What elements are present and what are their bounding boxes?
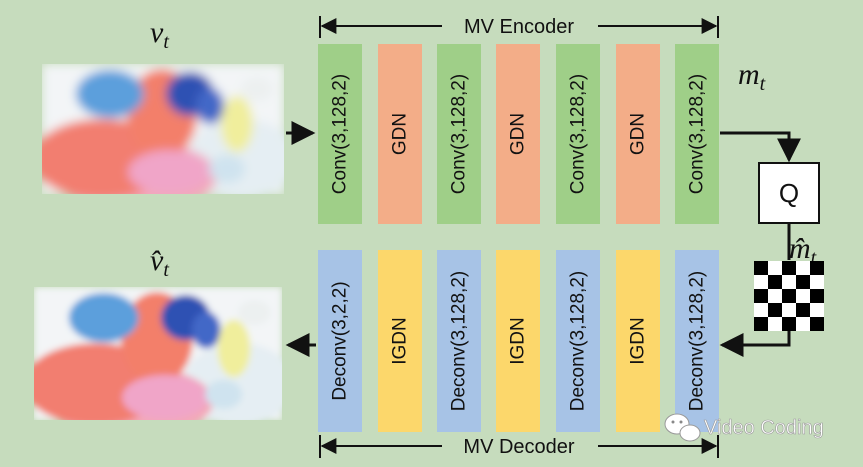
wechat-icon: [664, 413, 701, 442]
checker-cell: [810, 289, 824, 303]
checker-cell: [782, 289, 796, 303]
quantized-symbol: m̂t: [789, 232, 817, 269]
checker-cell: [796, 303, 810, 317]
latent-symbol: mt: [738, 58, 766, 95]
checker-cell: [782, 261, 796, 275]
quantizer-box: Q: [758, 162, 820, 224]
encoder-block-label: Conv(3,128,2): [687, 74, 708, 194]
encoder-title: MV Encoder: [464, 16, 574, 38]
encoder-block-conv: Conv(3,128,2): [556, 44, 600, 224]
encoder-block-label: Conv(3,128,2): [449, 74, 470, 194]
encoder-block-conv: Conv(3,128,2): [675, 44, 719, 224]
checker-cell: [796, 275, 810, 289]
encoder-block-conv: Conv(3,128,2): [437, 44, 481, 224]
encoder-block-label: Conv(3,128,2): [568, 74, 589, 194]
decoder-block-label: IGDN: [508, 317, 529, 365]
decoder-block-deconv: Deconv(3,128,2): [675, 250, 719, 432]
checker-cell: [810, 261, 824, 275]
decoder-block-label: IGDN: [390, 317, 411, 365]
checker-cell: [754, 289, 768, 303]
decoder-block-deconv: Deconv(3,2,2): [318, 250, 362, 432]
decoder-blocks: Deconv(3,2,2) IGDN Deconv(3,128,2) IGDN Deco…: [318, 250, 719, 432]
input-symbol: vt: [150, 16, 169, 53]
checker-cell: [768, 275, 782, 289]
decoder-block-label: Deconv(3,128,2): [449, 271, 470, 411]
quantizer-label: Q: [779, 178, 799, 208]
encoder-header: MV Encoder: [319, 16, 719, 38]
decoder-block-igdn: IGDN: [496, 250, 540, 432]
decoder-block-label: Deconv(3,128,2): [568, 271, 589, 411]
decoder-header: MV Decoder: [319, 435, 719, 458]
encoder-block-label: Conv(3,128,2): [330, 74, 351, 194]
checker-cell: [754, 261, 768, 275]
checker-cell: [810, 317, 824, 331]
output-flow-image: [34, 287, 282, 420]
output-symbol: v̂t: [150, 244, 169, 281]
quantized-symbols-checkerboard: [754, 261, 824, 331]
decoder-block-label: IGDN: [628, 317, 649, 365]
decoder-title: MV Decoder: [463, 436, 574, 458]
symbols-to-decoder-arrow: [719, 326, 791, 357]
encoder-block-label: GDN: [508, 113, 529, 155]
encoder-block-label: GDN: [628, 113, 649, 155]
encoder-block-gdn: GDN: [616, 44, 660, 224]
checker-cell: [768, 303, 782, 317]
decoder-block-igdn: IGDN: [378, 250, 422, 432]
watermark-text: Video Coding: [704, 417, 824, 439]
encoder-block-gdn: GDN: [496, 44, 540, 224]
decoder-block-deconv: Deconv(3,128,2): [437, 250, 481, 432]
decoder-block-label: Deconv(3,128,2): [687, 271, 708, 411]
decoder-block-label: Deconv(3,2,2): [330, 281, 351, 400]
decoder-block-deconv: Deconv(3,128,2): [556, 250, 600, 432]
encoder-block-gdn: GDN: [378, 44, 422, 224]
encoder-block-conv: Conv(3,128,2): [318, 44, 362, 224]
encoder-to-quantizer-arrow: [720, 131, 801, 163]
encoder-blocks: Conv(3,128,2) GDN Conv(3,128,2) GDN Conv(3,1…: [318, 44, 719, 224]
watermark: Video Coding: [664, 413, 824, 442]
checker-cell: [782, 317, 796, 331]
checker-cell: [754, 317, 768, 331]
decoder-block-igdn: IGDN: [616, 250, 660, 432]
encoder-block-label: GDN: [390, 113, 411, 155]
input-flow-image: [42, 64, 284, 194]
